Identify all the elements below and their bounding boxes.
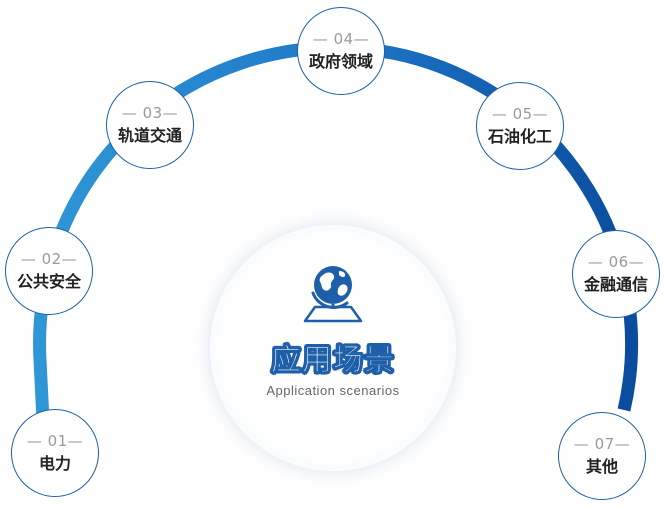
center-subtitle: Application scenarios	[266, 383, 400, 398]
item-number: — 04—	[312, 29, 370, 48]
center-hub: 应用场景 Application scenarios	[210, 225, 456, 471]
scenario-item-06[interactable]: — 06— 金融通信	[572, 230, 660, 318]
item-number: — 06—	[587, 252, 645, 271]
scenario-item-05[interactable]: — 05— 石油化工	[476, 82, 564, 170]
item-label: 金融通信	[583, 274, 648, 294]
item-number: — 02—	[20, 249, 78, 268]
scenario-item-02[interactable]: — 02— 公共安全	[5, 227, 93, 315]
center-title: 应用场景	[271, 343, 395, 379]
scenario-item-04[interactable]: — 04— 政府领域	[297, 7, 385, 95]
scenario-item-07[interactable]: — 07— 其他	[558, 412, 646, 500]
scenario-item-01[interactable]: — 01— 电力	[11, 409, 99, 497]
item-label: 轨道交通	[117, 125, 182, 145]
scenario-item-03[interactable]: — 03— 轨道交通	[106, 81, 194, 169]
item-label: 其他	[585, 456, 618, 476]
item-number: — 07—	[573, 434, 631, 453]
item-number: — 03—	[121, 103, 179, 122]
item-label: 政府领域	[308, 51, 373, 71]
item-label: 公共安全	[16, 271, 81, 291]
globe-icon	[303, 266, 363, 323]
item-label: 石油化工	[487, 126, 552, 146]
item-label: 电力	[38, 453, 71, 473]
item-number: — 05—	[491, 104, 549, 123]
item-number: — 01—	[26, 431, 84, 450]
